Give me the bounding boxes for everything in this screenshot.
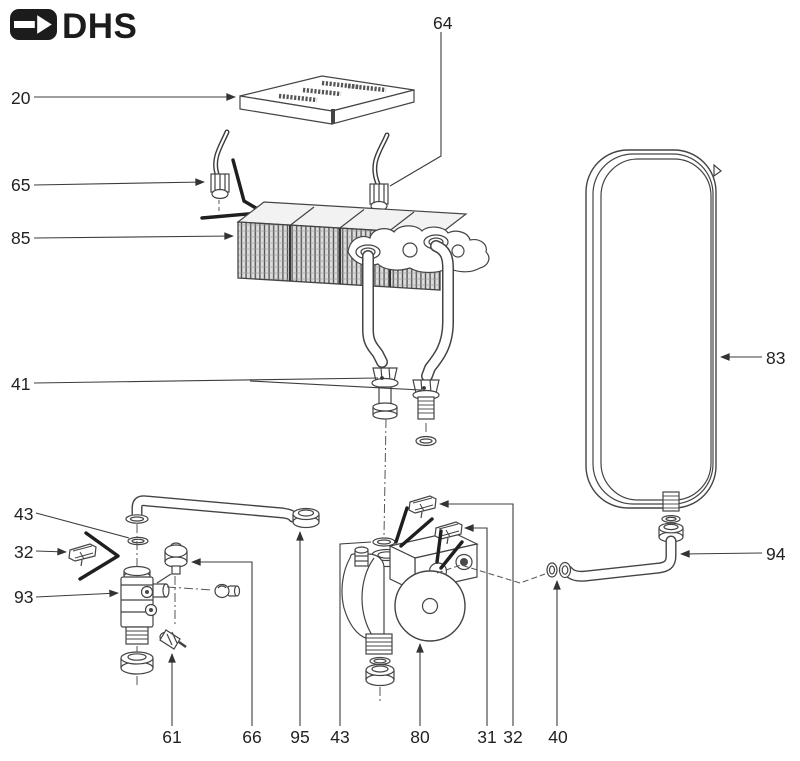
callout-93-line (35, 589, 119, 598)
callout-41-line-b (249, 380, 422, 391)
exchanger-pipes (362, 240, 454, 447)
callout-43-bottom-line (339, 541, 372, 726)
air-vent-plug (354, 546, 369, 567)
callout-label-93: 93 (14, 587, 33, 607)
clip-direction-marks (394, 506, 464, 570)
o-ring-43-pump (372, 537, 396, 547)
cover-plate (239, 75, 415, 125)
callout-label-64: 64 (433, 13, 453, 33)
vessel-connector (658, 491, 684, 543)
vent-slots (278, 80, 387, 103)
callout-label-41: 41 (11, 374, 30, 394)
pressure-switch (156, 542, 188, 584)
o-ring-43-left (127, 536, 149, 546)
pipe-end-boss (292, 507, 320, 529)
ignition-electrode-left (210, 129, 230, 212)
callout-label-43-bottom: 43 (330, 727, 349, 747)
plug-screw (214, 583, 241, 599)
callout-41-line-a (33, 377, 379, 384)
callout-label-65: 65 (11, 175, 30, 195)
pipe-end-fitting (558, 561, 572, 579)
return-pipe (558, 535, 677, 582)
pump-pipe-centerline (436, 564, 546, 584)
callout-label-31: 31 (477, 727, 496, 747)
clip-left (68, 543, 97, 567)
nut (365, 673, 395, 687)
callout-label-95: 95 (290, 727, 309, 747)
pump-volute (341, 553, 385, 641)
callout-label-61: 61 (162, 727, 181, 747)
o-ring-40 (546, 562, 558, 578)
callout-label-80: 80 (410, 727, 430, 747)
valve-body-93 (120, 524, 170, 688)
valve-nut (120, 651, 154, 675)
callout-label-40: 40 (548, 727, 568, 747)
exchanger-manifold (347, 225, 490, 274)
supply-pipe-95 (125, 495, 320, 529)
washer (369, 656, 391, 666)
pipe-fitting-left (371, 367, 399, 420)
callout-label-94: 94 (766, 544, 786, 564)
callout-64-line (389, 32, 442, 187)
callout-label-43-left: 43 (14, 504, 33, 524)
plug-centerline (166, 586, 213, 591)
pump-motor (394, 570, 466, 642)
callout-lines (33, 32, 763, 726)
vessel-valve-nub (713, 163, 722, 178)
callout-labels: 64 20 65 85 41 43 32 93 83 94 61 66 95 4… (11, 13, 786, 747)
arrow-right-icon (14, 21, 37, 28)
callout-94-line (680, 550, 763, 558)
o-ring (415, 435, 437, 447)
plate-seam (331, 109, 335, 123)
callout-32-bottom-line (439, 500, 514, 726)
callout-66-line (191, 558, 253, 726)
callout-label-85: 85 (11, 228, 30, 248)
callout-label-32-bottom: 32 (503, 727, 522, 747)
washer (661, 514, 681, 523)
callout-43-left-line (35, 512, 130, 539)
clip-direction-mark-left (78, 531, 120, 581)
pump-outlet (365, 633, 395, 703)
brand-name: DHS (62, 7, 137, 46)
retaining-clip-upper (408, 495, 437, 519)
callout-label-66: 66 (242, 727, 261, 747)
callout-label-20: 20 (11, 88, 31, 108)
callout-label-83: 83 (766, 348, 785, 368)
pump-assembly (341, 418, 479, 703)
callout-65-line (33, 178, 205, 187)
arrow-head-icon (34, 10, 57, 39)
temp-sensor-61 (159, 629, 187, 650)
callout-32-left-line (35, 547, 67, 556)
callout-85-line (33, 232, 234, 240)
brand-logo: DHS (10, 7, 137, 46)
expansion-vessel (585, 149, 722, 509)
callout-label-32-left: 32 (14, 542, 33, 562)
pipe-flange (125, 514, 149, 524)
heat-exchanger (236, 201, 490, 291)
callout-31-line (464, 524, 488, 726)
